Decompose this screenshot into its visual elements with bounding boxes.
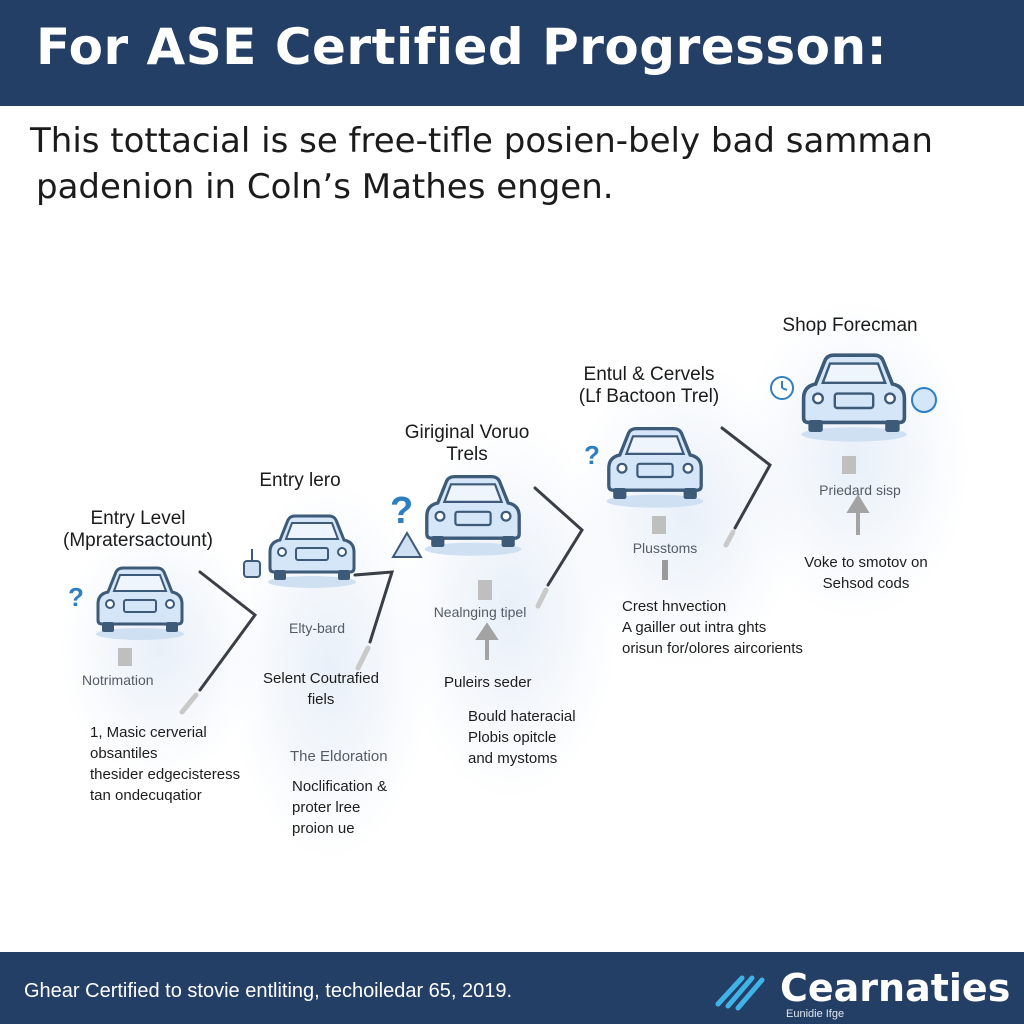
stage-2-subtitle-line-2: fiels — [307, 691, 335, 708]
car-icon — [606, 426, 704, 508]
clock-icon — [770, 376, 794, 400]
stage-4-desc: Crest hnvection A gailler out intra ghts… — [622, 596, 803, 659]
stage-4-label: Plusstoms — [632, 540, 698, 556]
stage-3-desc-line: and mystoms — [468, 750, 558, 767]
intro-line-1: This tottacial is se free-tifle posien-b… — [30, 121, 933, 161]
stage-2-desc-line: proion ue — [292, 820, 355, 837]
connector-1-2 — [198, 570, 258, 692]
stage-4-tick — [662, 560, 668, 580]
footer-text: Ghear Certified to stovie entliting, tec… — [24, 980, 513, 1002]
stage-2-label-2: The Eldoration — [290, 748, 388, 765]
question-mark-icon: ? — [68, 582, 84, 612]
stage-3-title-line-1: Giriginal Voruo — [404, 422, 530, 443]
stage-2-subtitle: Selent Coutrafied fiels — [256, 668, 386, 710]
stage-1-desc-line: tan ondecuqatior — [90, 787, 202, 804]
stage-2-desc-line: Noclification & — [292, 778, 388, 795]
stage-4-title-line-1: Entul & Cervels — [583, 364, 715, 385]
warning-triangle-icon — [391, 531, 423, 558]
stage-5-label: Priedard sisp — [819, 482, 901, 498]
stage-1-title: Entry Level (Mpratersactount) — [50, 508, 226, 552]
brand-tagline: Eunidie Ifge — [786, 1008, 845, 1020]
car-icon — [268, 514, 356, 588]
stage-4-title-line-2: (Lf Bactoon Trel) — [578, 386, 720, 407]
stage-5-title-line-1: Shop Forecman — [782, 315, 918, 336]
car-icon — [801, 353, 907, 442]
stage-3-title-line-2: Trels — [446, 444, 488, 465]
wrench-icon — [911, 387, 937, 413]
stage-4-stem — [652, 516, 666, 534]
connector-3-4 — [533, 486, 584, 587]
header-bar: For ASE Certified Progresson: — [0, 0, 1024, 106]
stage-4-desc-line: A gailler out intra ghts — [622, 619, 767, 636]
stage-1-desc: 1, Masic cerverial obsantiles thesider e… — [90, 722, 240, 806]
stage-2-subtitle-line-1: Selent Coutrafied — [263, 670, 379, 687]
stage-1-glow — [60, 520, 260, 780]
stage-1-desc-line: obsantiles — [90, 745, 158, 762]
stage-2-desc-line: proter lree — [292, 799, 361, 816]
page-title: For ASE Certified Progresson: — [36, 18, 888, 76]
intro-line-2: padenion in Coln’s Mathes engen. — [36, 167, 614, 207]
stage-3-desc: Bould hateracial Plobis opitcle and myst… — [468, 706, 576, 769]
stage-2-title-line-1: Entry lero — [259, 470, 341, 491]
stage-1-stem — [118, 648, 132, 666]
stage-4-desc-line: Crest hnvection — [622, 598, 727, 615]
stage-5-desc-line: Voke to smotov on — [804, 554, 928, 571]
stage-3-desc-line: Bould hateracial — [468, 708, 576, 725]
stage-4-desc-line: orisun for/olores aircorients — [622, 640, 803, 657]
stage-1-title-line-1: Entry Level — [90, 508, 186, 529]
stage-2-label: Elty-bard — [288, 620, 346, 636]
stage-3-title: Giriginal Voruo Trels — [392, 422, 542, 466]
stage-3-desc-line: Plobis opitcle — [468, 729, 557, 746]
intro-text: This tottacial is se free-tifle posien-b… — [30, 118, 990, 210]
stage-2-title: Entry lero — [240, 470, 360, 492]
footer-bar: Ghear Certified to stovie entliting, tec… — [0, 952, 1024, 1024]
question-mark-icon: ? — [390, 490, 414, 532]
connector-4-5 — [720, 426, 772, 530]
stage-3-label: Nealnging tipel — [433, 604, 527, 620]
stage-5-stem — [842, 456, 856, 474]
stage-5-desc: Voke to smotov on Sehsod cods — [796, 552, 936, 594]
stage-5-title: Shop Forecman — [760, 315, 940, 337]
connector-2-3 — [353, 570, 395, 644]
car-icon — [424, 474, 522, 556]
stage-1-desc-line: thesider edgecisteress — [90, 766, 241, 783]
stage-1-title-line-2: (Mpratersactount) — [63, 530, 213, 551]
stage-1-label: Notrimation — [82, 672, 154, 688]
stage-3-stem — [478, 580, 492, 600]
brand-name: Cearnaties — [780, 966, 1011, 1010]
stage-5-desc-line: Sehsod cods — [822, 575, 910, 592]
question-mark-icon: ? — [584, 440, 600, 470]
car-icon — [96, 566, 184, 640]
stage-4-title: Entul & Cervels (Lf Bactoon Trel) — [560, 364, 738, 408]
stage-2-desc: Noclification & proter lree proion ue — [292, 776, 387, 839]
brand-logo-icon — [715, 975, 765, 1011]
stage-1-desc-line: 1, Masic cerverial — [90, 724, 207, 741]
stage-3-subtitle: Puleirs seder — [444, 674, 532, 691]
gauge-icon — [243, 549, 261, 578]
